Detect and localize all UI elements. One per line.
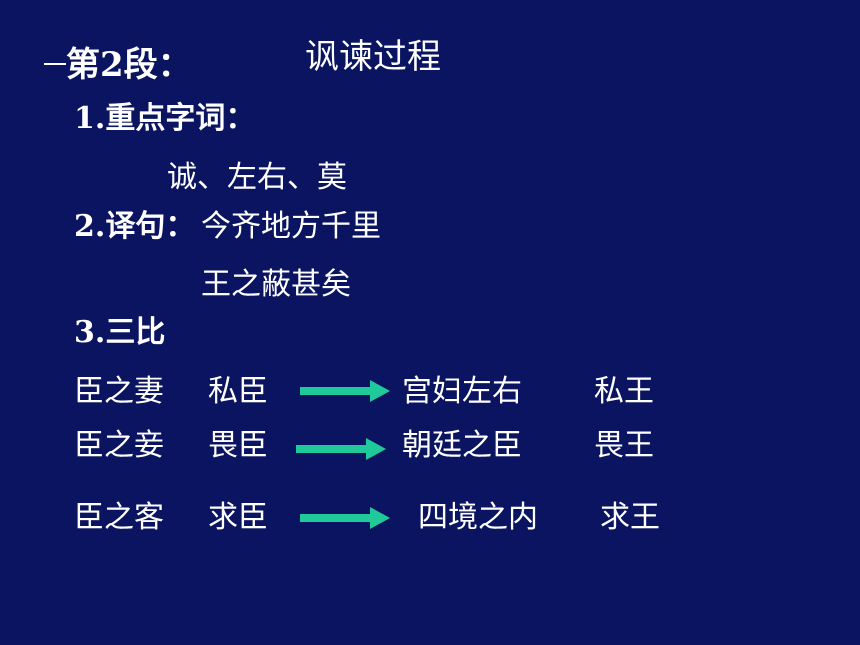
- right-arrow-icon: [300, 507, 390, 529]
- comparison-row-1-end: 私王: [594, 374, 654, 409]
- comparison-label: 3.三比: [74, 315, 166, 350]
- comparison-row-2-right: 朝廷之臣: [402, 428, 522, 463]
- comparison-row-2-left: 臣之妾: [74, 428, 164, 463]
- translate-line-1: 今齐地方千里: [201, 209, 381, 244]
- comparison-row-1-mid: 私臣: [208, 374, 268, 409]
- comparison-row-3-mid: 求臣: [208, 500, 268, 535]
- bullet-dash: [44, 63, 66, 65]
- comparison-row-2-end: 畏王: [594, 428, 654, 463]
- comparison-row-3-right: 四境之内: [418, 500, 538, 535]
- translate-line-2: 王之蔽甚矣: [201, 267, 351, 302]
- comparison-row-3-end: 求王: [600, 500, 660, 535]
- key-words: 诚、左右、莫: [167, 160, 347, 195]
- key-words-label: 1.重点字词：: [74, 101, 256, 136]
- comparison-row-3-left: 臣之客: [74, 500, 164, 535]
- comparison-row-1-left: 臣之妻: [74, 374, 164, 409]
- translate-label: 2.译句：: [74, 209, 196, 244]
- comparison-row-2-mid: 畏臣: [208, 428, 268, 463]
- slide-title: 讽谏过程: [305, 37, 441, 77]
- right-arrow-icon: [296, 438, 386, 460]
- right-arrow-icon: [300, 380, 390, 402]
- section-label: 第2段：: [66, 45, 192, 85]
- comparison-row-1-right: 宫妇左右: [402, 374, 522, 409]
